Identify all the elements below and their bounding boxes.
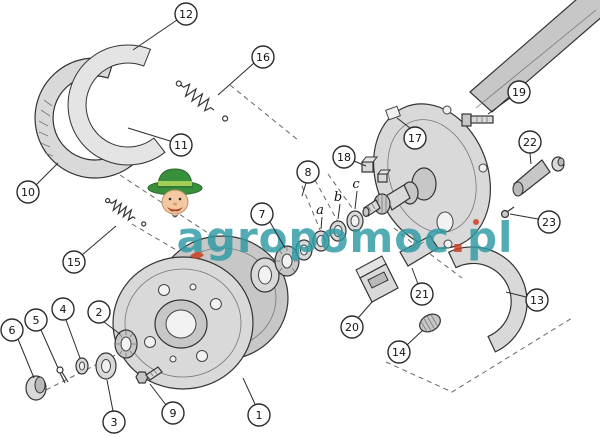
callout-16: 16 bbox=[217, 45, 275, 96]
construction-line bbox=[314, 179, 339, 223]
part-brake-shoe-left-inner bbox=[67, 44, 166, 166]
mascot-mustache bbox=[167, 207, 183, 212]
mascot-beard bbox=[171, 213, 179, 218]
callout-18: 18 bbox=[332, 145, 367, 169]
svg-text:11: 11 bbox=[174, 139, 188, 152]
callout-15: 15 bbox=[62, 225, 117, 274]
mascot-nose bbox=[173, 202, 177, 206]
part-split-pin bbox=[56, 366, 69, 384]
callout-3: 3 bbox=[102, 379, 126, 434]
mascot-eye-right bbox=[178, 197, 182, 201]
callout-12: 12 bbox=[132, 2, 198, 51]
construction-line bbox=[393, 227, 427, 255]
svg-text:16: 16 bbox=[256, 51, 270, 64]
construction-line bbox=[385, 317, 573, 393]
part-seal-ring bbox=[95, 352, 117, 380]
part-outer-bearing bbox=[274, 245, 300, 277]
callout-23: 23 bbox=[509, 210, 561, 234]
svg-text:18: 18 bbox=[337, 151, 351, 164]
callout-11: 11 bbox=[127, 127, 193, 157]
svg-text:22: 22 bbox=[523, 136, 537, 149]
part-square-nut-2 bbox=[377, 169, 391, 183]
part-cone-lever bbox=[512, 156, 565, 197]
mascot-eye-left bbox=[168, 197, 172, 201]
svg-text:2: 2 bbox=[96, 306, 103, 319]
callout-7: 7 bbox=[250, 202, 286, 249]
part-return-spring-upper bbox=[175, 80, 229, 122]
svg-text:15: 15 bbox=[67, 256, 81, 269]
svg-text:19: 19 bbox=[512, 86, 526, 99]
part-adjuster-housing bbox=[355, 255, 399, 303]
callout-13: 13 bbox=[505, 288, 549, 312]
part-return-spring-lower bbox=[105, 197, 147, 227]
construction-line bbox=[301, 185, 321, 231]
part-brake-shoe-right bbox=[447, 246, 528, 353]
construction-line bbox=[429, 253, 463, 279]
svg-text:b: b bbox=[334, 190, 342, 205]
construction-line bbox=[327, 173, 356, 213]
part-dust-cap bbox=[25, 375, 47, 401]
label-letter-a: a bbox=[316, 203, 324, 230]
callout-21: 21 bbox=[410, 267, 434, 306]
svg-text:23: 23 bbox=[542, 216, 556, 229]
callout-8: 8 bbox=[296, 160, 320, 197]
watermark-flourish bbox=[190, 251, 204, 259]
svg-text:4: 4 bbox=[60, 303, 67, 316]
svg-text:13: 13 bbox=[530, 294, 544, 307]
callout-19: 19 bbox=[487, 80, 531, 115]
svg-text:9: 9 bbox=[170, 407, 177, 420]
svg-text:a: a bbox=[316, 203, 324, 218]
part-coil-spring bbox=[419, 313, 441, 333]
part-expander-wedge bbox=[399, 235, 439, 267]
callout-1: 1 bbox=[242, 377, 271, 427]
part-washer-small bbox=[75, 357, 89, 375]
svg-text:20: 20 bbox=[345, 321, 359, 334]
watermark: agropomoc.pl bbox=[177, 213, 514, 262]
part-bearing-inner bbox=[114, 329, 138, 359]
callout-2: 2 bbox=[87, 300, 121, 335]
part-washer-a bbox=[312, 230, 330, 252]
callout-14: 14 bbox=[387, 329, 424, 364]
svg-text:17: 17 bbox=[408, 132, 422, 145]
svg-text:21: 21 bbox=[415, 288, 429, 301]
callout-20: 20 bbox=[340, 301, 373, 339]
part-outer-bearing-washer bbox=[250, 257, 280, 293]
watermark-accent-dot bbox=[473, 219, 479, 225]
callout-9: 9 bbox=[149, 383, 185, 425]
svg-text:3: 3 bbox=[111, 416, 118, 429]
part-bearing-race bbox=[295, 239, 313, 261]
svg-text:7: 7 bbox=[259, 208, 266, 221]
label-letter-b: b bbox=[334, 190, 342, 220]
callout-22: 22 bbox=[518, 130, 542, 165]
callout-4: 4 bbox=[51, 297, 81, 359]
svg-text:10: 10 bbox=[21, 186, 35, 199]
part-brake-shoe-left-outer bbox=[34, 57, 137, 179]
callout-17: 17 bbox=[396, 117, 427, 150]
brake-lining-texture bbox=[38, 99, 54, 157]
watermark-mascot bbox=[147, 168, 203, 218]
mascot-hat-band bbox=[158, 181, 192, 186]
part-hub-bolt bbox=[135, 366, 163, 384]
svg-text:12: 12 bbox=[179, 8, 193, 21]
part-washer-b bbox=[329, 220, 347, 242]
part-square-nut-1 bbox=[360, 156, 379, 173]
callout-10: 10 bbox=[16, 162, 59, 204]
svg-text:c: c bbox=[352, 177, 360, 192]
part-axle-beam bbox=[469, 0, 600, 113]
svg-text:6: 6 bbox=[9, 324, 16, 337]
svg-text:8: 8 bbox=[305, 166, 312, 179]
part-mounting-bolt bbox=[461, 113, 494, 127]
watermark-text: agropomoc.pl bbox=[177, 213, 514, 262]
callout-5: 5 bbox=[24, 308, 59, 369]
construction-line bbox=[229, 84, 299, 141]
part-spindle bbox=[362, 181, 419, 218]
svg-text:1: 1 bbox=[256, 409, 263, 422]
part-washer-c bbox=[346, 210, 364, 232]
svg-text:14: 14 bbox=[392, 346, 406, 359]
label-letter-c: c bbox=[352, 177, 360, 210]
svg-text:5: 5 bbox=[33, 314, 40, 327]
part-set-screw bbox=[500, 206, 515, 219]
callout-6: 6 bbox=[0, 318, 35, 379]
